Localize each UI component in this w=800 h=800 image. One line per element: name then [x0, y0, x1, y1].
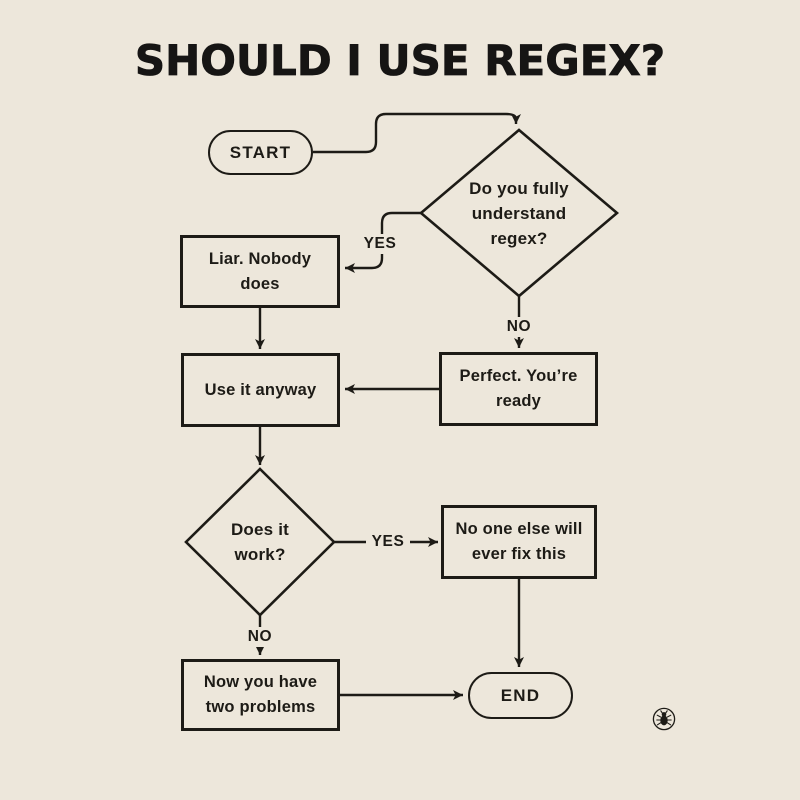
decision-work-shape: [184, 467, 336, 617]
edge-start-to-understand: [313, 112, 521, 154]
decision-understand-shape: [418, 128, 620, 298]
node-perfect: Perfect. You’re ready: [439, 352, 598, 426]
edge-label-work-no: NO: [242, 627, 278, 647]
edge-label-understand-yes: YES: [358, 234, 402, 254]
node-end-label: END: [500, 686, 541, 705]
node-liar-label: Liar. Nobody does: [208, 249, 312, 293]
node-no-one-fix-label: No one else will ever fix this: [455, 520, 583, 563]
node-start-label: START: [229, 143, 292, 162]
node-work-label: Does it work?: [230, 520, 290, 564]
node-no-one-fix: No one else will ever fix this: [441, 505, 597, 579]
bug-icon: [652, 707, 676, 731]
node-understand-label: Do you fully understand regex?: [469, 179, 569, 248]
node-end: END: [468, 672, 573, 719]
node-use-anyway: Use it anyway: [181, 353, 340, 427]
node-two-problems-label: Now you have two problems: [203, 673, 318, 716]
node-two-problems: Now you have two problems: [181, 659, 340, 731]
page-title: SHOULD I USE REGEX?: [134, 36, 666, 86]
node-liar: Liar. Nobody does: [180, 235, 340, 308]
node-perfect-label: Perfect. You’re ready: [459, 367, 578, 410]
edge-label-understand-no: NO: [501, 317, 537, 337]
edge-label-work-yes: YES: [366, 532, 410, 552]
node-use-anyway-label: Use it anyway: [204, 380, 317, 399]
node-start: START: [208, 130, 313, 175]
